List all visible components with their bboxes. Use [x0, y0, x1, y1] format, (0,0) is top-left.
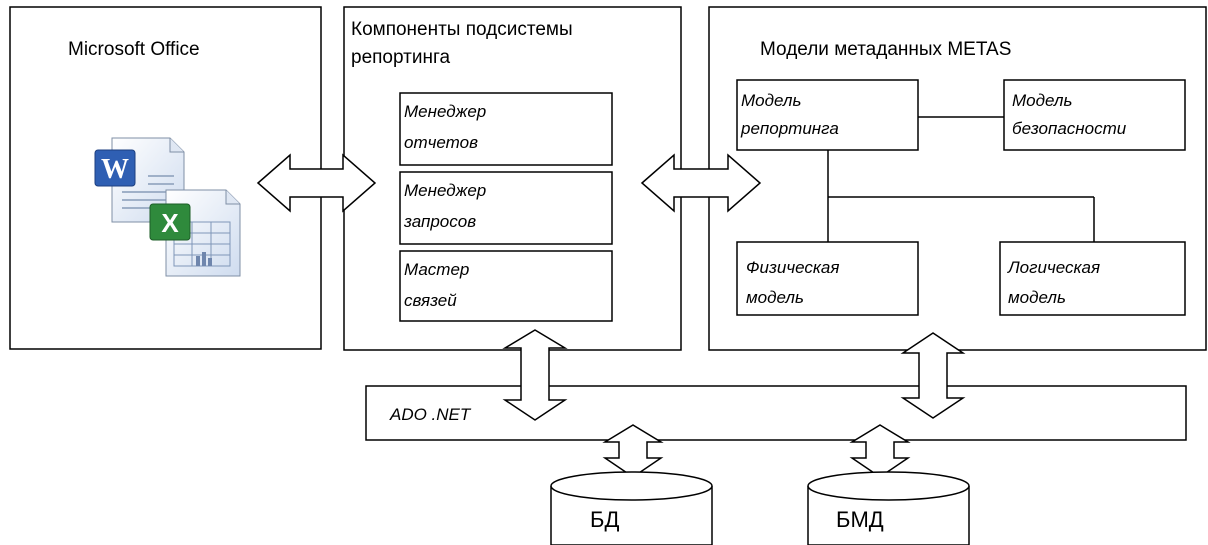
link-wizard-box — [399, 250, 613, 322]
svg-text:W: W — [101, 154, 129, 185]
reporting-metas-arrow — [640, 153, 762, 213]
physical-model-label-1: Физическая — [746, 258, 840, 277]
ado-bar — [365, 385, 1187, 441]
db-label: БД — [590, 507, 620, 532]
physical-model-label-2: модель — [746, 288, 804, 307]
reporting-ado-arrow — [502, 329, 568, 421]
logical-model-label-1: Логическая — [1008, 258, 1101, 277]
query-manager-box — [399, 171, 613, 245]
metas-title: Модели метаданных METAS — [760, 39, 1012, 60]
query-manager-label-2: запросов — [404, 212, 477, 231]
link-wizard-label-1: Мастер — [404, 260, 470, 279]
logical-model-label-2: модель — [1008, 288, 1066, 307]
db-cylinder — [550, 471, 713, 545]
metas-ado-arrow — [900, 332, 966, 419]
physical-model-box — [736, 241, 919, 316]
query-manager-label-1: Менеджер — [404, 181, 487, 200]
office-reporting-arrow — [256, 153, 377, 213]
excel-document-icon: X — [149, 189, 241, 277]
reporting-title-line2: репортинга — [351, 47, 451, 68]
link-wizard-label-2: связей — [404, 291, 457, 310]
reporting-model-label-1: Модель — [741, 91, 802, 110]
logical-model-box — [999, 241, 1186, 316]
report-manager-label-2: отчетов — [404, 133, 478, 152]
model-connectors — [827, 116, 1095, 242]
reporting-model-label-2: репортинга — [741, 119, 839, 138]
security-model-box — [1003, 79, 1186, 151]
metadb-cylinder — [807, 471, 970, 545]
ado-label: ADO .NET — [390, 405, 471, 424]
security-model-label-2: безопасности — [1012, 119, 1127, 138]
svg-text:X: X — [161, 208, 179, 238]
office-title: Microsoft Office — [68, 39, 200, 60]
report-manager-label-1: Менеджер — [404, 102, 487, 121]
reporting-title-line1: Компоненты подсистемы — [351, 19, 573, 40]
report-manager-box — [399, 92, 613, 166]
metadb-label: БМД — [836, 507, 884, 532]
security-model-label-1: Модель — [1012, 91, 1073, 110]
